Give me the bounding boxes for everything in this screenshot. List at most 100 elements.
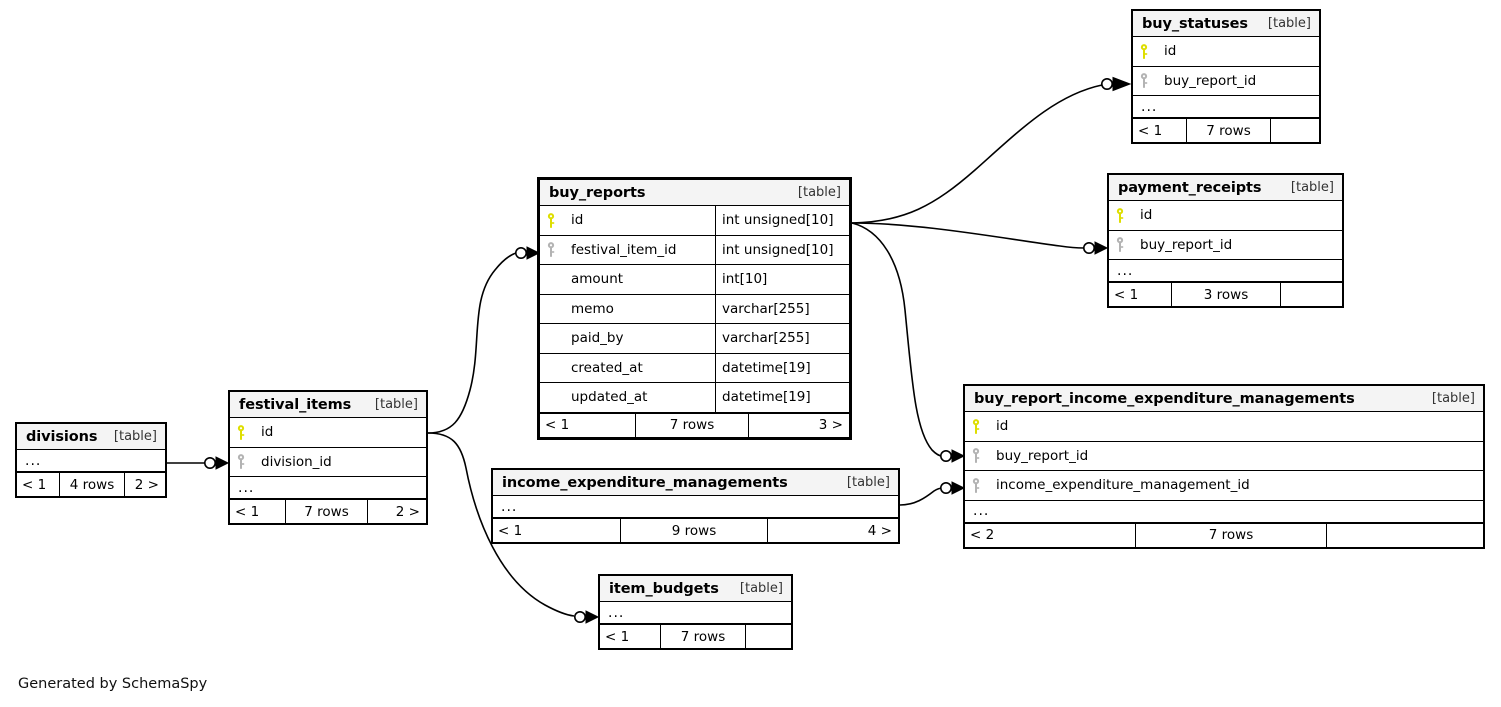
column-type: int unsigned[10] — [715, 235, 849, 264]
table-header: payment_receipts [table] — [1109, 175, 1342, 201]
column-name: amount — [571, 271, 624, 288]
footer-row-count: 7 rows — [285, 500, 368, 523]
footer-children-count — [1327, 524, 1483, 547]
column-name: festival_item_id — [571, 241, 677, 258]
table-festival-items[interactable]: festival_items [table] id division_id ..… — [228, 390, 428, 525]
table-buy-statuses[interactable]: buy_statuses [table] id buy_report_id ..… — [1131, 9, 1321, 144]
foreign-key-icon — [230, 448, 252, 477]
table-type-tag: [table] — [797, 185, 841, 200]
table-row[interactable]: income_expenditure_management_id — [965, 471, 1483, 501]
table-type-tag: [table] — [1431, 391, 1475, 406]
column-name: id — [571, 212, 584, 229]
footer-row-count: 9 rows — [620, 519, 768, 542]
table-row[interactable]: amount int[10] — [540, 265, 849, 295]
footer-row-count: 3 rows — [1171, 283, 1281, 306]
edge-divisions-to-festival-items — [167, 456, 230, 470]
more-columns-ellipsis: ... — [1109, 260, 1342, 282]
table-row[interactable]: festival_item_id int unsigned[10] — [540, 235, 849, 265]
column-type: varchar[255] — [715, 294, 849, 323]
edge-buy-reports-to-buy-statuses — [851, 76, 1132, 224]
foreign-key-icon — [965, 471, 987, 500]
table-row[interactable]: buy_report_id — [1133, 67, 1319, 96]
table-title: item_budgets — [609, 580, 719, 597]
footer-parents-count: < 1 — [1114, 286, 1139, 303]
table-type-tag: [table] — [739, 581, 783, 596]
table-footer: < 1 9 rows 4 > — [493, 518, 898, 542]
footer-parents-count: < 2 — [970, 527, 995, 543]
table-item-budgets[interactable]: item_budgets [table] ... < 1 7 rows — [598, 574, 793, 650]
table-type-tag: [table] — [846, 475, 890, 490]
column-name: id — [1164, 43, 1177, 60]
footer-row-count: 7 rows — [635, 413, 749, 437]
column-type: int unsigned[10] — [715, 206, 849, 235]
table-title: buy_report_income_expenditure_management… — [974, 390, 1355, 407]
no-key-slot — [540, 265, 562, 294]
table-row[interactable]: id int unsigned[10] — [540, 206, 849, 236]
column-name: created_at — [571, 359, 643, 376]
column-name: buy_report_id — [1140, 236, 1233, 253]
column-name: id — [1140, 207, 1153, 224]
table-buy-report-income-expenditure-managements[interactable]: buy_report_income_expenditure_management… — [963, 384, 1485, 549]
table-row[interactable]: paid_by varchar[255] — [540, 324, 849, 354]
table-payment-receipts[interactable]: payment_receipts [table] id buy_report_i… — [1107, 173, 1344, 308]
table-type-tag: [table] — [374, 397, 418, 412]
table-row[interactable]: division_id — [230, 448, 426, 477]
table-header: festival_items [table] — [230, 392, 426, 418]
foreign-key-icon — [965, 442, 987, 471]
footer-parents-count: < 1 — [605, 628, 630, 645]
table-row[interactable]: buy_report_id — [1109, 231, 1342, 260]
table-type-tag: [table] — [113, 429, 157, 444]
no-key-slot — [540, 324, 562, 353]
table-row[interactable]: memo varchar[255] — [540, 294, 849, 324]
footer-row-count: 7 rows — [1186, 119, 1271, 142]
edge-buy-reports-to-payment-receipts — [851, 222, 1109, 255]
table-row[interactable]: id — [965, 412, 1483, 442]
table-footer: < 1 7 rows — [600, 624, 791, 648]
table-row[interactable]: id — [1109, 201, 1342, 231]
table-title: buy_statuses — [1142, 15, 1248, 32]
table-divisions[interactable]: divisions [table] ... < 1 4 rows 2 > — [15, 422, 167, 498]
footer-parents-count: < 1 — [545, 417, 570, 433]
footer-row-count: 7 rows — [660, 625, 746, 648]
table-header: buy_reports [table] — [540, 180, 849, 206]
column-name: updated_at — [571, 389, 648, 406]
edge-festival-items-to-buy-reports — [427, 246, 541, 434]
table-header: buy_statuses [table] — [1133, 11, 1319, 37]
table-header: divisions [table] — [17, 424, 165, 450]
table-row[interactable]: updated_at datetime[19] — [540, 383, 849, 413]
footer-children-count — [746, 625, 791, 648]
table-row[interactable]: id — [230, 418, 426, 448]
edge-buy-reports-to-junction — [851, 222, 966, 463]
table-footer: < 1 4 rows 2 > — [17, 472, 165, 496]
foreign-key-icon — [540, 236, 562, 265]
primary-key-icon — [540, 206, 562, 235]
footer-children-count: 2 > — [134, 476, 159, 493]
column-name: paid_by — [571, 330, 624, 347]
table-type-tag: [table] — [1267, 16, 1311, 31]
table-row[interactable]: buy_report_id — [965, 442, 1483, 471]
footer-row-count: 7 rows — [1135, 523, 1327, 547]
footer-children-count: 3 > — [818, 417, 843, 433]
edge-iem-to-junction — [899, 481, 966, 506]
column-type: int[10] — [715, 265, 849, 294]
table-income-expenditure-managements[interactable]: income_expenditure_managements [table] .… — [491, 468, 900, 544]
table-footer: < 1 7 rows — [1133, 118, 1319, 142]
table-footer: < 1 7 rows 3 > — [540, 412, 849, 437]
primary-key-icon — [1109, 201, 1131, 230]
column-name: id — [261, 424, 274, 441]
table-footer: < 1 7 rows 2 > — [230, 499, 426, 523]
more-columns-ellipsis: ... — [230, 477, 426, 499]
footer-children-count — [1281, 283, 1342, 306]
table-header: item_budgets [table] — [600, 576, 791, 602]
more-columns-ellipsis: ... — [493, 496, 898, 518]
more-columns-ellipsis: ... — [17, 450, 165, 472]
table-row[interactable]: created_at datetime[19] — [540, 353, 849, 383]
column-name: buy_report_id — [1164, 72, 1257, 89]
no-key-slot — [540, 295, 562, 324]
table-row[interactable]: id — [1133, 37, 1319, 67]
generator-credit: Generated by SchemaSpy — [18, 676, 208, 692]
table-buy-reports[interactable]: buy_reports [table] id int unsigned[10] … — [537, 177, 852, 440]
table-type-tag: [table] — [1290, 180, 1334, 195]
footer-parents-count: < 1 — [498, 522, 523, 539]
